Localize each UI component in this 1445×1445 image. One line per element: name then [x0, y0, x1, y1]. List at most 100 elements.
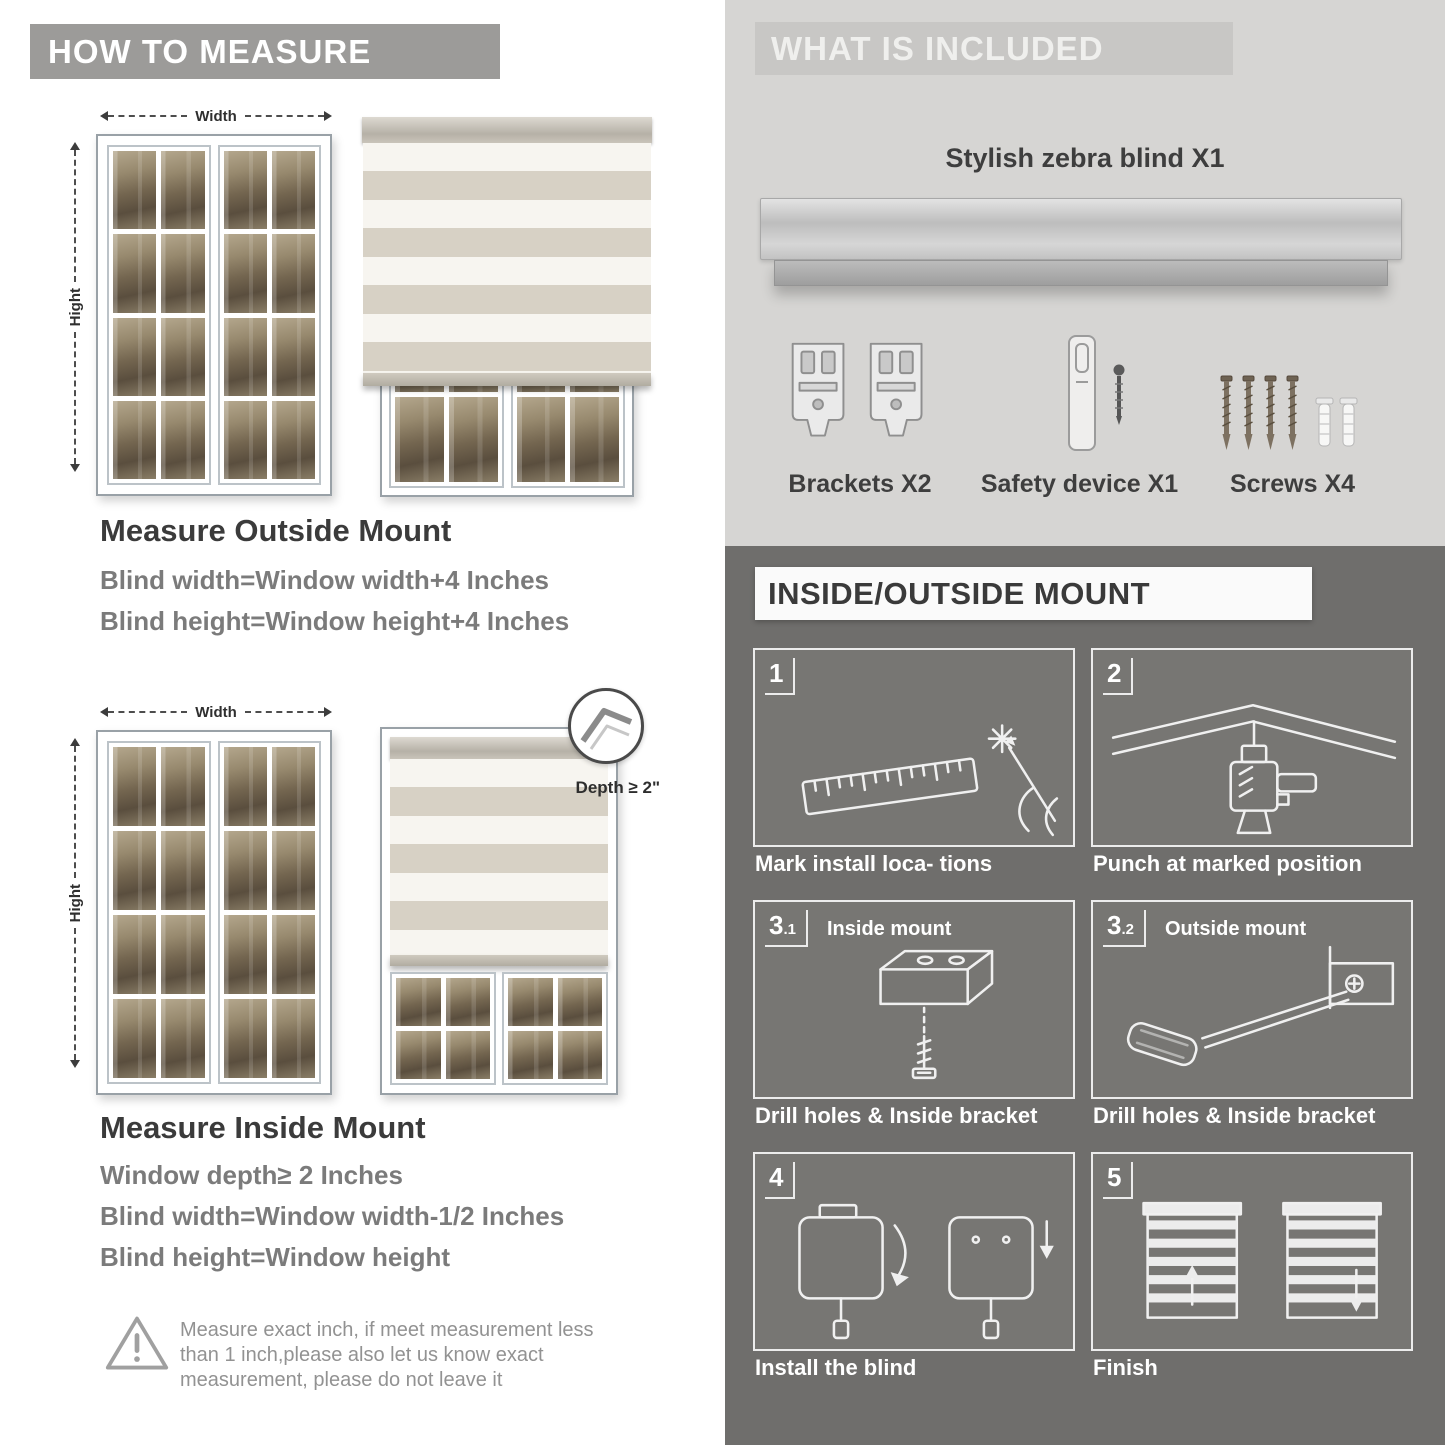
step-panel-3-1: 3.1 Inside mount [753, 900, 1075, 1099]
arrow-down-icon [70, 1060, 80, 1069]
arrow-right-icon [324, 111, 333, 121]
window-pane [557, 978, 602, 1026]
width-label: Width [195, 703, 237, 721]
step-panel-3-2: 3.2 Outside mount [1091, 900, 1413, 1099]
outside-height-formula: Blind height=Window height+4 Inches [100, 606, 570, 636]
window-pane [396, 978, 441, 1026]
outside-bracket-illustration [1126, 945, 1395, 1067]
inside-depth-formula: Window depth≥ 2 Inches [100, 1160, 403, 1190]
what-is-included-section: WHAT IS INCLUDED Stylish zebra blind X1 [725, 0, 1445, 546]
height-label: Hight [66, 287, 84, 327]
step-number-badge: 3.2 [1103, 910, 1146, 947]
blind-product-label: Stylish zebra blind X1 [945, 143, 1225, 173]
step-number-badge: 4 [765, 1162, 796, 1199]
window-pane [223, 831, 267, 910]
window-pane [271, 400, 315, 479]
frame-corner-icon [580, 708, 633, 750]
screws-icon [1215, 370, 1358, 460]
window-pane [223, 747, 267, 826]
blind-headrail [390, 737, 608, 759]
screws-label: Screws X4 [1229, 470, 1356, 498]
install-blind-illustration [798, 1203, 1054, 1340]
note-line: Measure exact inch, if meet measurement … [180, 1319, 594, 1341]
window-pane [223, 915, 267, 994]
window-pane [395, 397, 444, 482]
brackets-icon [791, 342, 923, 437]
window-pane [161, 999, 205, 1078]
outside-mount-title: Measure Outside Mount [100, 513, 452, 548]
window-pane [271, 831, 315, 910]
how-to-measure-banner: HOW TO MEASURE [30, 24, 500, 79]
how-to-measure-section: HOW TO MEASURE Width Hight [0, 0, 722, 1445]
window-pane [223, 317, 267, 396]
window-pane [271, 234, 315, 313]
blind-fabric [363, 143, 651, 373]
step-caption-5: Finish [1093, 1355, 1158, 1380]
blind-headrail [362, 117, 652, 143]
window-pane [113, 747, 157, 826]
step-caption-4: Install the blind [755, 1355, 917, 1380]
window-pane [113, 317, 157, 396]
height-arrow-inside: Hight [66, 738, 84, 1069]
depth-callout: Depth ≥ 2" [575, 778, 660, 797]
step-panel-1: 1 [753, 648, 1075, 847]
step-panel-2: 2 [1091, 648, 1413, 847]
arrow-right-icon [324, 707, 333, 717]
measure-note: Measure exact inch, if meet measurement … [180, 1318, 640, 1393]
window-pane [223, 151, 267, 230]
window-pane [223, 999, 267, 1078]
headrail-illustration [760, 198, 1402, 260]
drill-illustration [1111, 703, 1397, 835]
mount-banner: INSIDE/OUTSIDE MOUNT [755, 567, 1312, 620]
step-number-badge: 2 [1103, 658, 1134, 695]
window-pane [113, 831, 157, 910]
window-pane [223, 234, 267, 313]
how-to-measure-title: HOW TO MEASURE [48, 33, 372, 70]
window-pane [161, 915, 205, 994]
warning-icon [105, 1316, 169, 1370]
inside-mount-title: Measure Inside Mount [100, 1110, 426, 1145]
inside-bracket-illustration [879, 949, 994, 1080]
window-pane [508, 978, 553, 1026]
depth-detail-circle [568, 688, 644, 764]
arrow-up-icon [70, 142, 80, 150]
window-pane [161, 831, 205, 910]
window-pane [271, 317, 315, 396]
mount-title: INSIDE/OUTSIDE MOUNT [768, 576, 1151, 611]
height-label: Hight [66, 883, 84, 923]
step-number-badge: 5 [1103, 1162, 1134, 1199]
note-line: than 1 inch,please also let us know exac… [180, 1344, 544, 1366]
step-panel-title: Inside mount [827, 918, 952, 940]
window-pane [113, 400, 157, 479]
outside-width-formula: Blind width=Window width+4 Inches [100, 565, 549, 595]
window-pane [557, 1031, 602, 1079]
window-pane [445, 978, 490, 1026]
blind-fabric [390, 759, 608, 955]
step-panel-4: 4 [753, 1152, 1075, 1351]
blind-bottom-rail [363, 373, 651, 386]
inside-height-formula: Blind height=Window height [100, 1242, 450, 1272]
mark-locations-illustration [801, 724, 1059, 837]
window-pane [161, 234, 205, 313]
mount-steps-section: INSIDE/OUTSIDE MOUNT 1 Mark instal [725, 546, 1445, 1445]
window-pane [271, 747, 315, 826]
window-sash [502, 972, 608, 1085]
window-pane [516, 397, 566, 482]
window-illustration-outside [96, 134, 332, 496]
window-pane [271, 999, 315, 1078]
step-caption-3-1: Drill holes & Inside bracket [755, 1103, 1038, 1128]
window-pane [271, 151, 315, 230]
window-pane [161, 151, 205, 230]
height-arrow-outside: Hight [66, 142, 84, 473]
window-pane [113, 999, 157, 1078]
window-glass-below-blind [390, 966, 608, 1085]
brackets-label: Brackets X2 [788, 470, 932, 498]
window-pane [161, 400, 205, 479]
headrail-valance [774, 260, 1388, 286]
blind-illustration-inside [380, 727, 618, 1095]
window-pane [113, 151, 157, 230]
window-pane [396, 1031, 441, 1079]
safety-device-label: Safety device X1 [980, 470, 1179, 498]
arrow-left-icon [100, 707, 108, 717]
